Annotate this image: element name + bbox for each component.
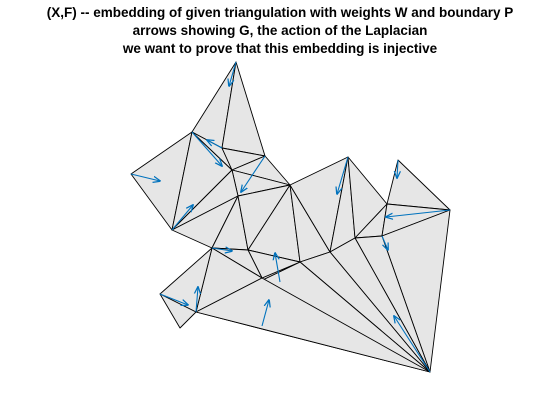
laplacian-arrow: [171, 205, 193, 231]
triangle-face: [386, 159, 451, 211]
laplacian-arrow: [229, 61, 237, 86]
laplacian-arrow: [394, 316, 431, 373]
laplacian-arrow: [196, 287, 198, 313]
laplacian-arrow: [191, 131, 222, 166]
laplacian-arrow: [386, 209, 451, 217]
laplacian-arrow: [275, 253, 281, 283]
laplacian-arrow: [397, 159, 398, 178]
laplacian-arrows: [130, 61, 451, 373]
title-line-2: arrows showing G, the action of the Lapl…: [132, 23, 428, 38]
laplacian-arrow: [159, 293, 188, 305]
triangle-face: [159, 293, 197, 329]
laplacian-arrow: [211, 248, 232, 251]
laplacian-arrow: [130, 173, 160, 181]
laplacian-arrow: [261, 300, 269, 327]
title-line-1: (X,F) -- embedding of given triangulatio…: [46, 5, 514, 20]
laplacian-arrow: [207, 140, 223, 149]
title-line-3: we want to prove that this embedding is …: [122, 41, 438, 56]
laplacian-arrow: [241, 155, 266, 192]
laplacian-arrow: [381, 235, 388, 250]
triangle-faces: [130, 61, 451, 373]
figure-title: (X,F) -- embedding of given triangulatio…: [0, 4, 560, 58]
laplacian-arrow: [337, 156, 349, 194]
triangle-face: [195, 277, 431, 373]
